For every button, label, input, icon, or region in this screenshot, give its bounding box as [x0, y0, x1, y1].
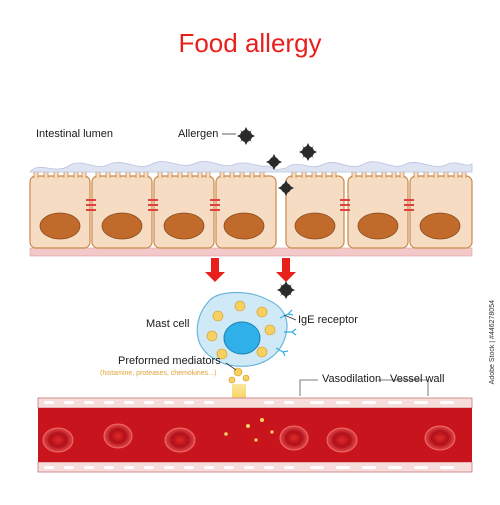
epithelial-nuclei — [39, 212, 461, 240]
vessel-endothelium — [44, 401, 454, 469]
allergen-icon — [237, 127, 255, 145]
blood-vessel — [37, 397, 473, 473]
ige-receptors — [275, 309, 297, 357]
stock-watermark: Adobe Stock | #446278054 — [489, 300, 496, 385]
mediator-particles — [224, 418, 274, 442]
allergen-label: Allergen — [178, 128, 219, 140]
translocation-arrows — [205, 258, 296, 282]
ige-leader — [283, 314, 297, 321]
allergen-icon — [278, 180, 294, 196]
allergen-icon — [266, 154, 282, 170]
mast-cell — [196, 291, 297, 367]
vessel-wall-bottom — [37, 461, 473, 473]
mediators-examples-label: (histamine, proteases, chemokines...) — [100, 370, 217, 377]
allergens — [237, 127, 317, 299]
red-blood-cell — [103, 423, 133, 449]
intestinal-lumen-label: Intestinal lumen — [36, 128, 114, 140]
mast-cell-nucleus — [223, 321, 261, 355]
mediators-leader — [225, 362, 237, 371]
mucus-layer — [29, 161, 473, 173]
red-blood-cells — [42, 423, 456, 453]
ige-receptor-label: IgE receptor — [298, 314, 358, 326]
allergen-icon — [299, 143, 317, 161]
red-blood-cell — [326, 427, 358, 453]
mast-cell-granules — [206, 300, 276, 360]
label-brackets — [299, 379, 429, 396]
basement-membrane — [29, 247, 473, 257]
vessel-lumen — [38, 408, 472, 462]
red-blood-cell — [42, 427, 74, 453]
vessel-wall-top — [37, 397, 473, 409]
down-arrow-icon — [205, 258, 225, 282]
mast-cell-label: Mast cell — [146, 318, 190, 330]
vessel-wall-label: Vessel wall — [390, 373, 445, 385]
vasodilation-label: Vasodilation — [322, 373, 382, 385]
red-blood-cell — [164, 427, 196, 453]
released-granules — [228, 367, 250, 384]
page-title: Food allergy — [178, 28, 322, 58]
down-arrow-icon — [276, 258, 296, 282]
allergen-icon — [277, 281, 295, 299]
preformed-mediators-label: Preformed mediators — [118, 355, 221, 367]
red-blood-cell — [279, 425, 309, 451]
tight-junctions — [86, 199, 414, 211]
red-blood-cell — [424, 425, 456, 451]
